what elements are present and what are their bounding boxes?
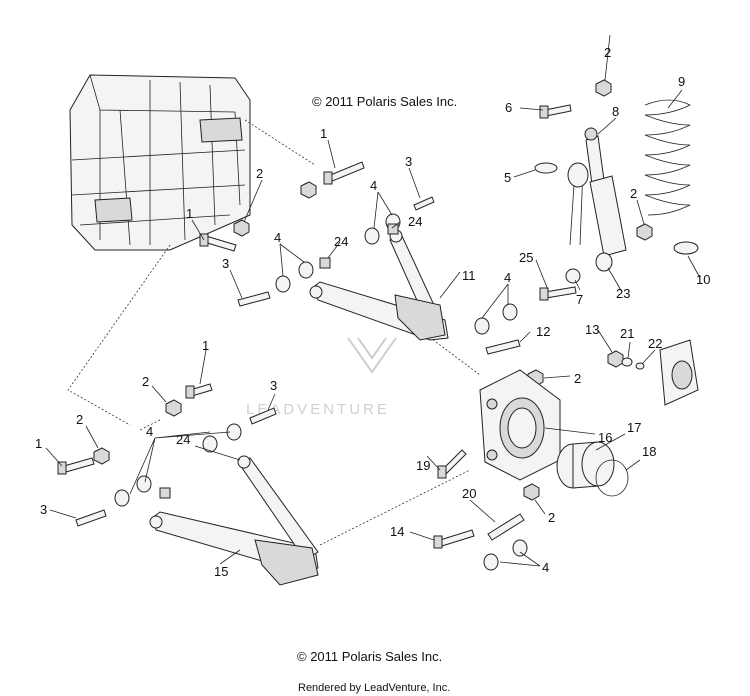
callout-2: 2 [548,510,555,525]
callout-23: 23 [616,286,630,301]
callout-4: 4 [542,560,549,575]
bearing [556,441,615,489]
callout-10: 10 [696,272,710,287]
callout-20: 20 [462,486,476,501]
upper-a-arm [309,229,449,341]
callout-4: 4 [274,230,281,245]
clips [159,223,399,499]
washer [534,162,558,174]
callout-21: 21 [620,326,634,341]
callout-16: 16 [598,430,612,445]
pins [75,196,525,541]
frame-section [69,74,251,251]
copyright-top: © 2011 Polaris Sales Inc. [312,94,457,109]
callout-11: 11 [462,268,476,283]
rendered-by: Rendered by LeadVenture, Inc. [298,682,450,694]
callout-3: 3 [222,256,229,271]
callout-1: 1 [320,126,327,141]
callout-14: 14 [390,524,404,539]
callout-2: 2 [630,186,637,201]
callout-1: 1 [35,436,42,451]
copyright-bottom: © 2011 Polaris Sales Inc. [297,649,442,664]
callout-8: 8 [612,104,619,119]
coil-spring [644,99,699,255]
shock-absorber [565,127,627,284]
callout-3: 3 [40,502,47,517]
lower-a-arm [149,455,319,586]
callout-7: 7 [576,292,583,307]
callout-15: 15 [214,564,228,579]
callout-2: 2 [76,412,83,427]
callout-9: 9 [678,74,685,89]
watermark-logo: LEADVENTURE [246,337,397,418]
callout-3: 3 [405,154,412,169]
callout-17: 17 [627,420,641,435]
callout-13: 13 [585,322,599,337]
callout-12: 12 [536,324,550,339]
callouts: 1 1 1 1 2 2 2 2 2 2 2 3 3 3 3 4 4 4 4 4 … [35,45,710,579]
callout-25: 25 [519,250,533,265]
snap-ring [595,459,629,497]
callout-24: 24 [408,214,422,229]
callout-4: 4 [146,424,153,439]
callout-1: 1 [186,206,193,221]
callout-18: 18 [642,444,656,459]
nuts [93,79,653,501]
callout-3: 3 [270,378,277,393]
callout-24: 24 [176,432,190,447]
callout-4: 4 [370,178,377,193]
callout-1: 1 [202,338,209,353]
bushings [114,213,528,571]
leader-lines [45,34,701,567]
callout-24: 24 [334,234,348,249]
callout-5: 5 [504,170,511,185]
bearing-carrier [479,369,561,481]
callout-4: 4 [504,270,511,285]
callout-6: 6 [505,100,512,115]
callout-19: 19 [416,458,430,473]
callout-22: 22 [648,336,662,351]
callout-2: 2 [574,371,581,386]
callout-2: 2 [142,374,149,389]
watermark-text: LEADVENTURE [246,401,390,418]
brake-caliper [607,339,699,406]
callout-2: 2 [256,166,263,181]
callout-2: 2 [604,45,611,60]
